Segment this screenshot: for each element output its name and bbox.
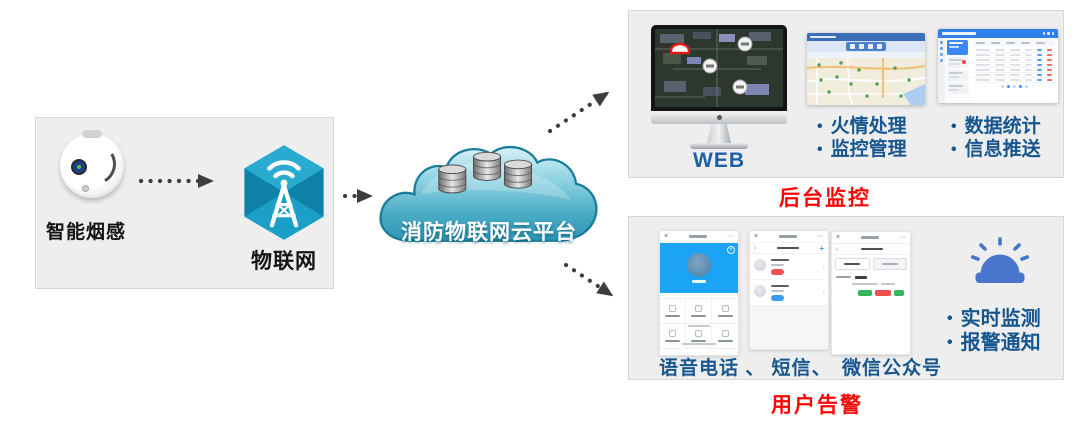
backend-bullet-list-1: • 火情处理 • 监控管理 (817, 115, 907, 161)
siren-icon (971, 237, 1029, 283)
imac-chin (651, 111, 787, 124)
bullet-text: 火情处理 (830, 116, 907, 137)
dashboard-device-list (944, 38, 970, 103)
bullet-text: 信息推送 (964, 139, 1041, 160)
alert-channels-label: 语音电话 、 短信、 微信公众号 (659, 358, 943, 379)
dashboard-sidebar (938, 38, 945, 103)
bullet-text: 实时监测 (960, 308, 1041, 330)
action-buttons (832, 285, 910, 296)
alert-panel: × ⋯ + × ⋯ (628, 216, 1064, 380)
cloud-platform: 消防物联网云平台 (373, 142, 605, 268)
dashboard-table-screenshot (938, 29, 1058, 103)
iot-hexagon-icon (244, 145, 324, 240)
apple-logo-icon (716, 115, 722, 120)
street-map-image (807, 57, 925, 105)
bullet-text: 报警通知 (960, 332, 1041, 354)
detector-led (82, 185, 89, 192)
gis-map-screenshot (807, 33, 925, 105)
message-list-item: › (750, 280, 828, 306)
bullet-text: 数据统计 (964, 116, 1041, 137)
tab-inactive (872, 258, 907, 270)
detector-marker (702, 58, 718, 74)
close-icon: × (836, 234, 841, 241)
app-menu-grid (660, 298, 738, 349)
sensor-panel: 智能烟感 物联网 (35, 117, 334, 289)
cloud-icon (379, 145, 598, 242)
map-title-bar (807, 33, 925, 41)
avatar (754, 285, 766, 297)
close-icon: × (754, 233, 759, 240)
backend-bullet-list-2: • 数据统计 • 信息推送 (951, 115, 1041, 161)
phone-screenshot-wechat: × ⋯ ‹ (831, 231, 911, 355)
detector-vent (82, 130, 102, 138)
message-list-item: › (750, 254, 828, 280)
backend-panel: WEB (628, 10, 1064, 178)
more-icon: ⋯ (817, 233, 824, 240)
iot-label: 物联网 (251, 250, 317, 273)
phone-screenshot-sms: × ⋯ ‹ + › › (749, 230, 829, 350)
bullet-icon: • (817, 141, 823, 158)
back-icon: ‹ (754, 244, 757, 252)
sensor-label: 智能烟感 (46, 222, 127, 243)
avatar (687, 253, 711, 278)
imac-monitor (651, 25, 787, 149)
detector-logo (71, 159, 87, 175)
bullet-icon: • (951, 141, 957, 158)
app-hero-banner: + (660, 243, 738, 293)
bullet-icon: • (947, 334, 953, 351)
ok-button-green (894, 289, 904, 296)
antenna-icon (267, 160, 301, 228)
tab-bar (832, 255, 910, 272)
alert-bullet-list: • 实时监测 • 报警通知 (947, 307, 1041, 355)
more-icon: ⋯ (899, 234, 906, 241)
chevron-right-icon: › (822, 262, 825, 271)
detector-marker (732, 79, 748, 95)
alert-caption: 用户告警 (771, 394, 863, 417)
backend-caption: 后台监控 (779, 187, 871, 210)
imac-stand (707, 124, 731, 143)
phone-screenshot-voice: × ⋯ + (659, 230, 739, 356)
smoke-detector-image (60, 130, 124, 198)
more-icon: ⋯ (727, 233, 734, 240)
alarm-marker-red (669, 42, 691, 55)
pagination-dots (973, 85, 1055, 88)
status-badge-blue (771, 295, 784, 301)
settings-icon: + (727, 246, 735, 254)
avatar (754, 259, 766, 271)
dashboard-data-table (970, 38, 1058, 103)
alarm-badge-red (771, 269, 784, 275)
alarm-button-red (875, 289, 891, 296)
map-toolbar (807, 41, 925, 52)
web-label: WEB (693, 149, 745, 172)
chevron-right-icon: › (822, 288, 825, 297)
bullet-icon: • (951, 118, 957, 135)
database-icons (438, 151, 533, 194)
satellite-map-image (655, 29, 783, 107)
arrow-cloud-to-backend (547, 91, 610, 134)
tab-active (835, 258, 870, 270)
dashboard-header-bar (938, 29, 1058, 38)
close-icon: × (664, 233, 669, 240)
imac-screen (651, 25, 787, 111)
bullet-icon: • (947, 310, 953, 327)
arrow-cloud-to-alert (563, 262, 614, 297)
bullet-text: 监控管理 (830, 139, 907, 160)
confirm-button-green (858, 289, 872, 296)
detector-marker (737, 36, 753, 52)
bullet-icon: • (817, 118, 823, 135)
cloud-platform-label: 消防物联网云平台 (401, 221, 577, 244)
imac-base (690, 143, 748, 149)
back-icon: ‹ (836, 245, 839, 253)
plus-icon: + (819, 243, 824, 253)
